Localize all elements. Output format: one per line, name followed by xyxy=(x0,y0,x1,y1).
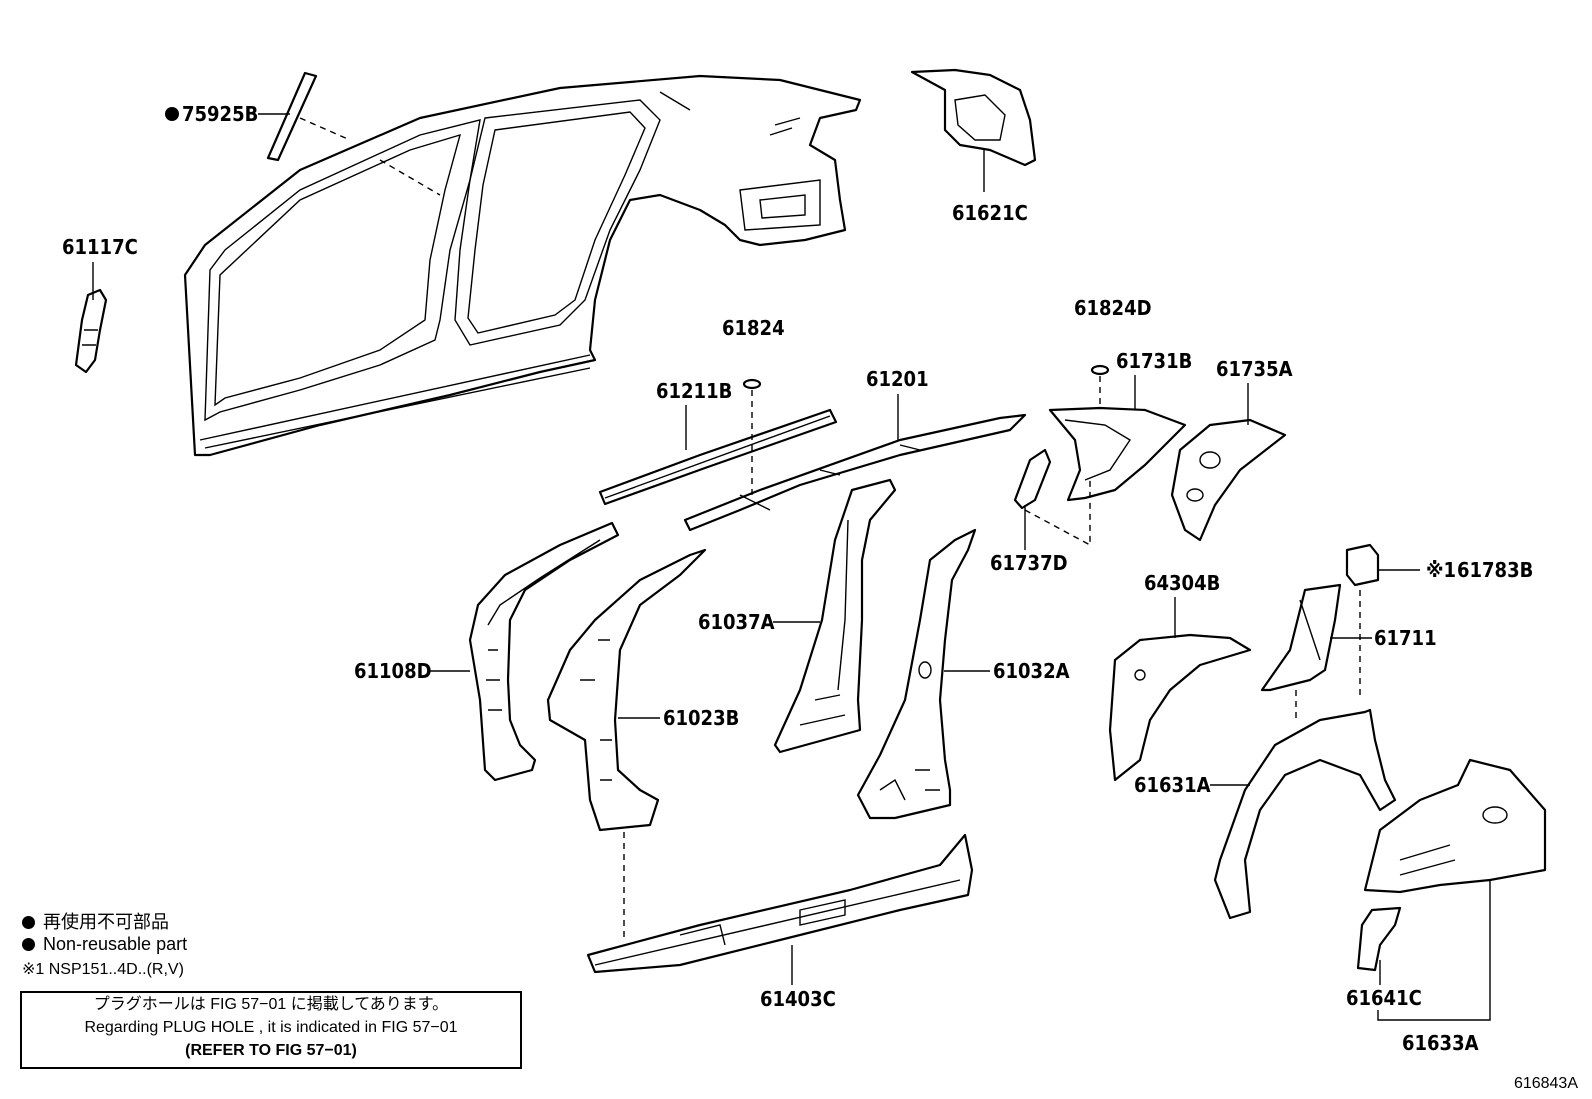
non-reusable-dot xyxy=(165,107,179,121)
label-75925B[interactable]: 75925B xyxy=(182,102,258,126)
wheelhouse-61631A[interactable] xyxy=(1213,708,1397,920)
legend-dot-icon xyxy=(22,916,35,929)
label-61037A[interactable]: 61037A xyxy=(698,610,775,634)
extension-61711[interactable] xyxy=(1260,583,1342,692)
label-61403C[interactable]: 61403C xyxy=(760,987,836,1011)
block-61783B[interactable] xyxy=(1345,543,1380,587)
label-61201[interactable]: 61201 xyxy=(866,367,929,391)
legend-en-label: Non-reusable part xyxy=(43,934,188,954)
label-61633A[interactable]: 61633A xyxy=(1402,1031,1479,1055)
pillar-61037A[interactable] xyxy=(773,478,897,754)
label-61824D[interactable]: 61824D xyxy=(1074,296,1152,320)
legend-jp: 再使用不可部品 xyxy=(22,908,169,934)
roof-rail-61211B[interactable] xyxy=(598,408,838,506)
panel-64304B[interactable] xyxy=(1108,633,1252,782)
legend-en: Non-reusable part xyxy=(22,934,187,955)
legend-dot-icon xyxy=(22,938,35,951)
grommet-61824[interactable] xyxy=(742,378,762,390)
rocker-61403C[interactable] xyxy=(586,833,974,974)
plug-hole-note-box: プラグホールは FIG 57−01 に掲載してあります。 Regarding P… xyxy=(20,991,522,1069)
note-line-refer: (REFER TO FIG 57−01) xyxy=(185,1042,357,1059)
panel-61621C[interactable] xyxy=(910,68,1037,167)
note-line-en: Regarding PLUG HOLE , it is indicated in… xyxy=(84,1019,458,1036)
label-61023B[interactable]: 61023B xyxy=(663,706,739,730)
bracket-61737D[interactable] xyxy=(1013,448,1052,510)
label-61621C[interactable]: 61621C xyxy=(952,201,1028,225)
figure-code: 616843A xyxy=(1513,1075,1578,1092)
front-pillar-61108D[interactable] xyxy=(468,521,620,782)
note1-marker: ※1 xyxy=(1426,558,1456,582)
center-pillar-61023B[interactable] xyxy=(546,548,707,832)
legend-note1: ※1 NSP151..4D..(R,V) xyxy=(22,959,184,979)
label-61631A[interactable]: 61631A xyxy=(1134,773,1211,797)
label-61108D[interactable]: 61108D xyxy=(354,659,432,683)
pillar-61032A[interactable] xyxy=(856,528,977,820)
grommet-61824D[interactable] xyxy=(1090,364,1110,376)
label-61783B[interactable]: 61783B xyxy=(1457,558,1533,582)
note-line-jp: プラグホールは FIG 57−01 に掲載してあります。 xyxy=(93,996,449,1013)
rail-61201[interactable] xyxy=(683,413,1027,532)
panel-61735A[interactable] xyxy=(1170,418,1287,542)
moulding-75925B[interactable] xyxy=(266,71,318,162)
label-61824[interactable]: 61824 xyxy=(722,316,785,340)
label-61737D[interactable]: 61737D xyxy=(990,551,1068,575)
legend-jp-label: 再使用不可部品 xyxy=(43,912,169,932)
label-61211B[interactable]: 61211B xyxy=(656,379,732,403)
label-61735A[interactable]: 61735A xyxy=(1216,357,1293,381)
label-61117C[interactable]: 61117C xyxy=(62,235,138,259)
side-outer-panel-61117C[interactable] xyxy=(183,74,862,457)
label-64304B[interactable]: 64304B xyxy=(1144,571,1220,595)
piece-61641C[interactable] xyxy=(1356,906,1402,972)
wheelhouse-61633A[interactable] xyxy=(1363,758,1547,894)
label-61032A[interactable]: 61032A xyxy=(993,659,1070,683)
panel-61731B[interactable] xyxy=(1048,406,1187,502)
legend-note1-text: ※1 NSP151..4D..(R,V) xyxy=(22,961,184,978)
label-61731B[interactable]: 61731B xyxy=(1116,349,1192,373)
bracket-61117C[interactable] xyxy=(74,288,108,374)
label-61711[interactable]: 61711 xyxy=(1374,626,1437,650)
label-61641C[interactable]: 61641C xyxy=(1346,986,1422,1010)
